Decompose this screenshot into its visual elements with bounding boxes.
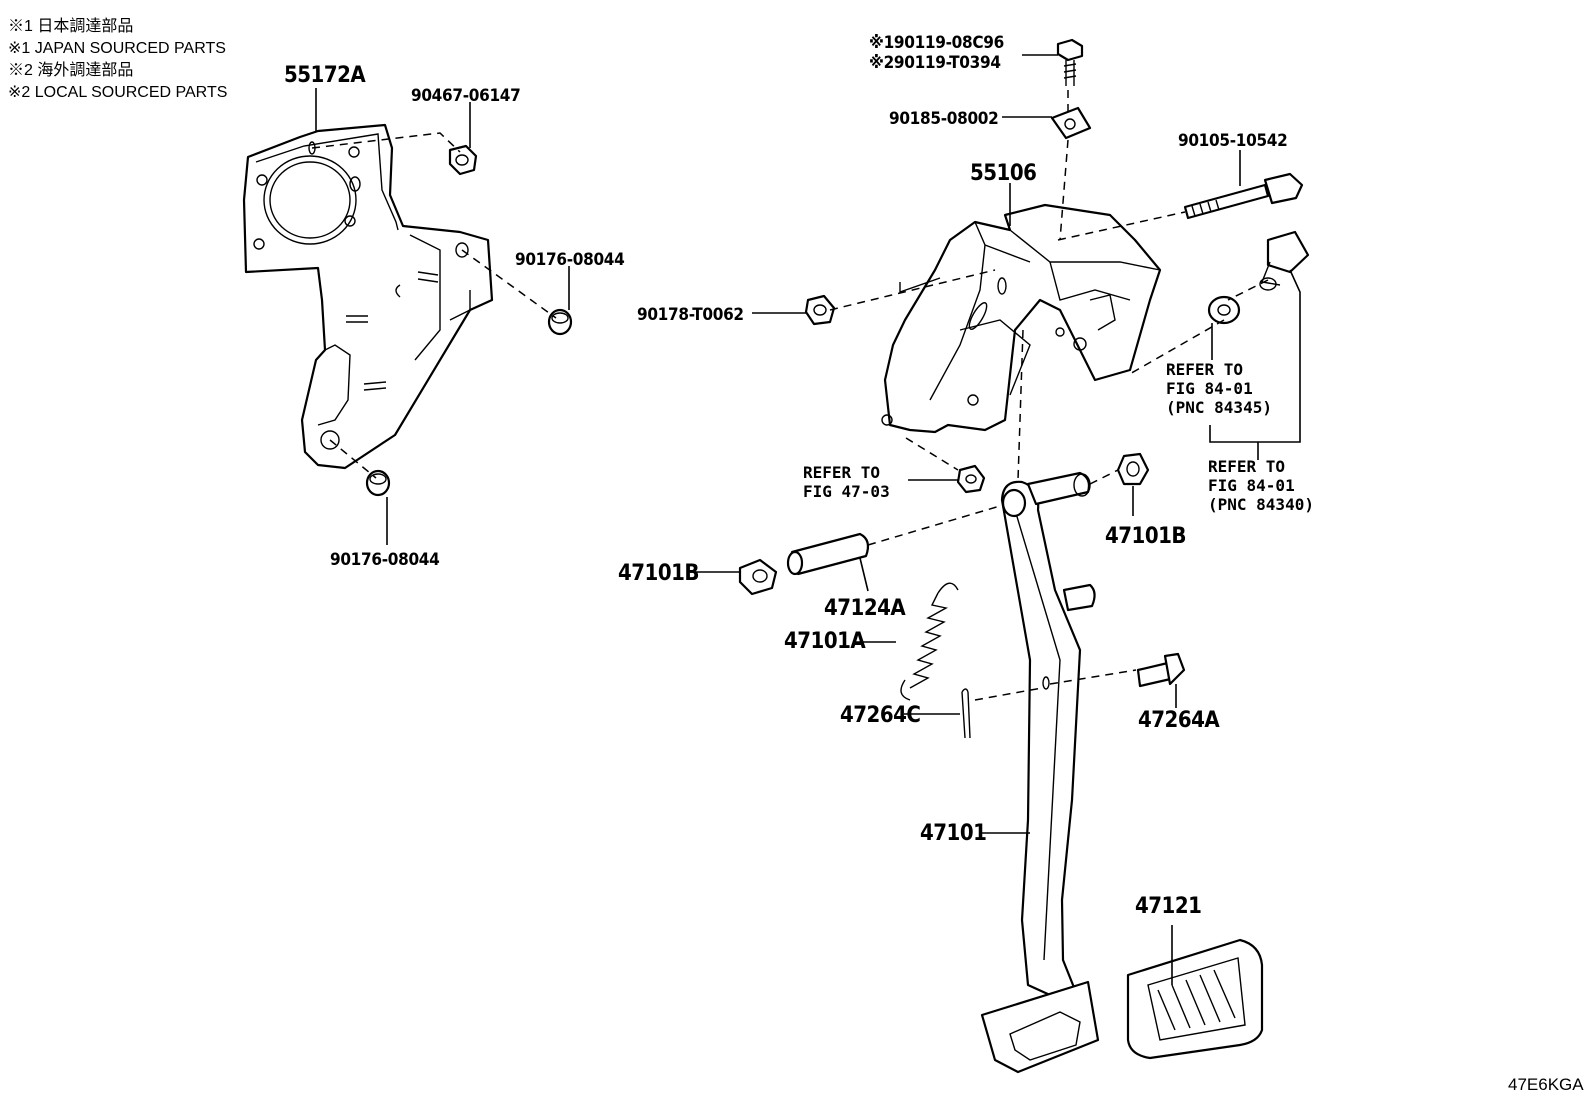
callout-47121[interactable]: 47121: [1135, 894, 1202, 919]
callout-55172A[interactable]: 55172A: [284, 63, 367, 88]
bolt-90119-drawing: [1056, 38, 1084, 86]
cushion-drawing: [1207, 295, 1241, 325]
reference-84340[interactable]: REFER TO FIG 84-01 (PNC 84340): [1208, 457, 1314, 514]
nut-90178-drawing: [804, 294, 836, 326]
callout-90176-08044-lower[interactable]: 90176-08044: [330, 550, 440, 570]
spring-47101A-drawing: [900, 582, 959, 701]
clip-47264C-drawing: [961, 688, 971, 739]
note-line-2: ※1 JAPAN SOURCED PARTS: [8, 40, 226, 57]
nut-fig-47-03-drawing: [956, 464, 986, 494]
support-55106-drawing: [881, 203, 1162, 434]
ref-84345-line-2: FIG 84-01: [1166, 379, 1253, 398]
ref-47-03-line-1: REFER TO: [803, 463, 880, 482]
callout-47264C[interactable]: 47264C: [840, 703, 921, 728]
callout-47101B-left[interactable]: 47101B: [618, 561, 699, 586]
bushing-47101B-right-drawing: [1116, 452, 1150, 486]
callout-90105-10542[interactable]: 90105-10542: [1178, 131, 1288, 151]
note-line-1: ※1 日本調達部品: [8, 17, 133, 35]
callout-90119-08C96[interactable]: ※190119-08C96: [869, 33, 1004, 53]
callout-90185-08002[interactable]: 90185-08002: [889, 109, 999, 129]
reference-84345[interactable]: REFER TO FIG 84-01 (PNC 84345): [1166, 360, 1272, 417]
assembly-dashed-lines: [311, 90, 1269, 701]
callout-47101A[interactable]: 47101A: [784, 629, 867, 654]
ref-84345-line-1: REFER TO: [1166, 360, 1243, 379]
part-callouts: 55172A 90467-06147 90176-08044 90176-080…: [284, 33, 1288, 919]
callout-47101[interactable]: 47101: [920, 821, 987, 846]
reference-47-03[interactable]: REFER TO FIG 47-03: [803, 463, 890, 501]
ref-47-03-line-2: FIG 47-03: [803, 482, 890, 501]
nut-90467-drawing: [448, 144, 478, 176]
pedal-pad-47121-drawing: [1126, 938, 1264, 1060]
ref-84340-line-2: FIG 84-01: [1208, 476, 1295, 495]
callout-90119-T0394[interactable]: ※290119-T0394: [869, 53, 1001, 73]
pin-47124A-drawing: [786, 532, 870, 576]
callout-90176-08044-upper[interactable]: 90176-08044: [515, 250, 625, 270]
callout-90467-06147[interactable]: 90467-06147: [411, 86, 521, 106]
callout-47101B-right[interactable]: 47101B: [1105, 524, 1186, 549]
nut-90176-lower-drawing: [365, 469, 391, 497]
bracket-55172A-drawing: [242, 123, 494, 470]
ref-84340-line-1: REFER TO: [1208, 457, 1285, 476]
ref-84340-line-3: (PNC 84340): [1208, 495, 1314, 514]
pedal-arm-47101-drawing: [980, 471, 1100, 1074]
stop-lamp-switch-drawing: [1259, 230, 1310, 291]
callout-55106[interactable]: 55106: [970, 161, 1037, 186]
leader-lines: [315, 54, 1301, 985]
bolt-47264A-drawing: [1136, 652, 1186, 688]
nut-90176-upper-drawing: [547, 308, 573, 336]
note-line-4: ※2 LOCAL SOURCED PARTS: [8, 84, 227, 101]
bushing-47101B-left-drawing: [738, 558, 778, 596]
figure-code: 47E6KGA: [1508, 1075, 1584, 1094]
note-line-3: ※2 海外調達部品: [8, 61, 133, 79]
bolt-90105-drawing: [1183, 172, 1304, 220]
callout-90178-T0062[interactable]: 90178-T0062: [637, 305, 744, 325]
sourcing-notes: ※1 日本調達部品 ※1 JAPAN SOURCED PARTS ※2 海外調達…: [8, 17, 227, 101]
ref-84345-line-3: (PNC 84345): [1166, 398, 1272, 417]
clip-nut-90185-drawing: [1050, 106, 1092, 140]
callout-47124A[interactable]: 47124A: [824, 596, 907, 621]
callout-47264A[interactable]: 47264A: [1138, 708, 1221, 733]
